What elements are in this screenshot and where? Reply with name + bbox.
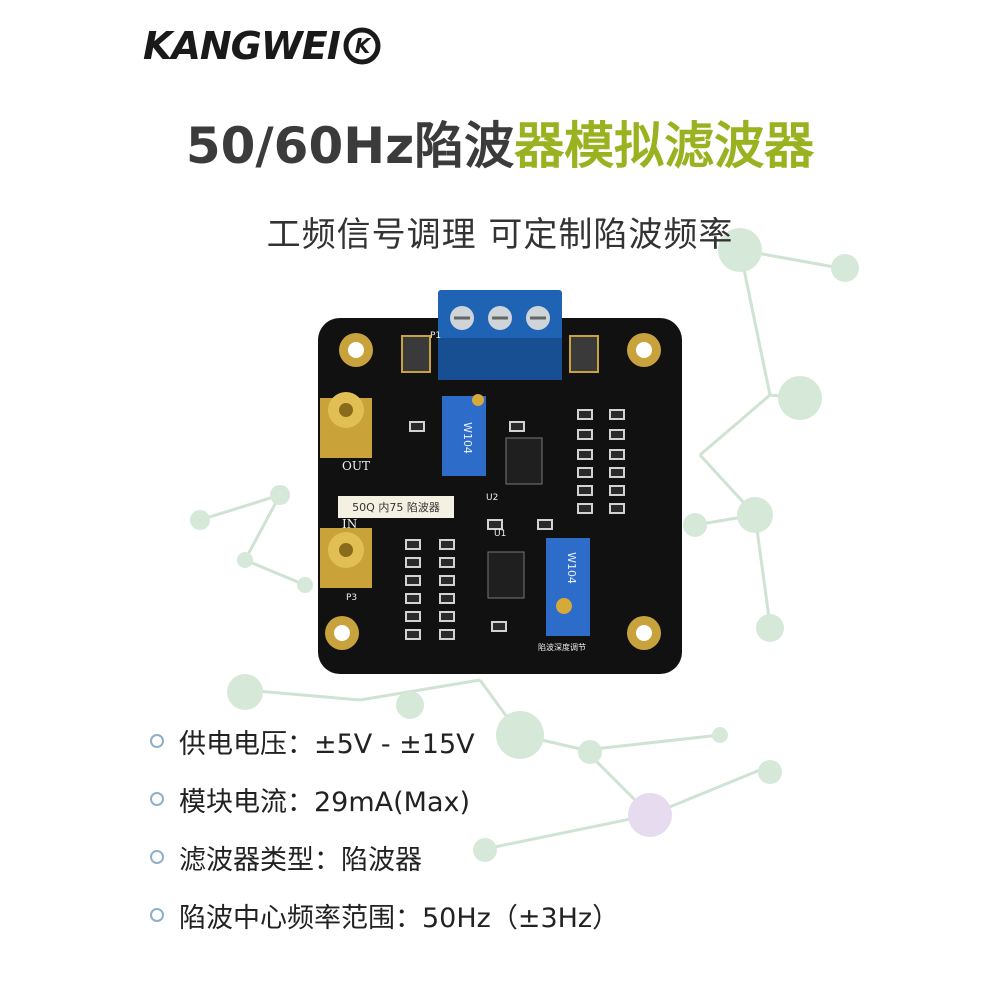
u2-label: U2 xyxy=(486,493,498,503)
depth-adjust-label: 陷波深度调节 xyxy=(538,642,586,652)
handwritten-label-text: 50Q 内75 陷波器 xyxy=(352,500,440,514)
spec-text: 模块电流：29mA(Max) xyxy=(179,786,471,818)
mounting-hole-icon xyxy=(325,333,661,650)
bullet-icon xyxy=(150,850,164,864)
u1-label: U1 xyxy=(494,529,506,539)
spec-item-module-current: 模块电流：29mA(Max) xyxy=(150,770,619,828)
spec-text: 供电电压：±5V - ±15V xyxy=(179,728,475,760)
pot1-label: W104 xyxy=(461,422,474,454)
spec-item-notch-frequency: 陷波中心频率范围：50Hz（±3Hz） xyxy=(150,886,619,944)
ic-u2 xyxy=(505,437,543,485)
page-title: 50/60Hz陷波器模拟滤波器 xyxy=(0,106,1000,178)
sma-connector-in xyxy=(320,528,372,588)
spec-text: 滤波器类型：陷波器 xyxy=(179,844,422,876)
brand-logo-mark-letter: K xyxy=(355,34,372,58)
spec-text: 陷波中心频率范围：50Hz（±3Hz） xyxy=(179,902,620,934)
p3-label: P3 xyxy=(346,593,357,603)
spec-item-filter-type: 滤波器类型：陷波器 xyxy=(150,828,619,886)
bullet-icon xyxy=(150,734,164,748)
handwritten-label xyxy=(338,496,454,518)
spec-item-supply-voltage: 供电电压：±5V - ±15V xyxy=(150,712,619,770)
pcb-board-illustration: W104 W104 50Q 内75 陷波器 OUT IN P1 P3 U1 U2… xyxy=(318,290,682,674)
page-subtitle: 工频信号调理 可定制陷波频率 xyxy=(266,215,734,255)
in-label: IN xyxy=(342,517,357,531)
spec-list: 供电电压：±5V - ±15V 模块电流：29mA(Max) 滤波器类型：陷波器… xyxy=(150,712,619,944)
terminal-block xyxy=(438,290,562,380)
bullet-icon xyxy=(150,908,164,922)
brand-logo-text: KANGWEI xyxy=(143,24,341,68)
p1-label: P1 xyxy=(430,331,441,341)
page-title-part2: 器模拟滤波器 xyxy=(514,117,815,175)
brand-logo: KANGWEI K xyxy=(143,22,382,70)
potentiometer-1: W104 xyxy=(442,394,486,476)
out-label: OUT xyxy=(342,459,370,473)
bullet-icon xyxy=(150,792,164,806)
potentiometer-2: W104 xyxy=(546,538,590,636)
product-image: W104 W104 50Q 内75 陷波器 OUT IN P1 P3 U1 U2… xyxy=(310,288,690,678)
brand-logo-mark-icon: K xyxy=(343,27,381,65)
ic-u1 xyxy=(487,551,525,599)
sma-connector-out xyxy=(320,392,372,458)
pot2-label: W104 xyxy=(565,552,578,584)
page-title-part1: 50/60Hz陷波 xyxy=(185,117,515,175)
